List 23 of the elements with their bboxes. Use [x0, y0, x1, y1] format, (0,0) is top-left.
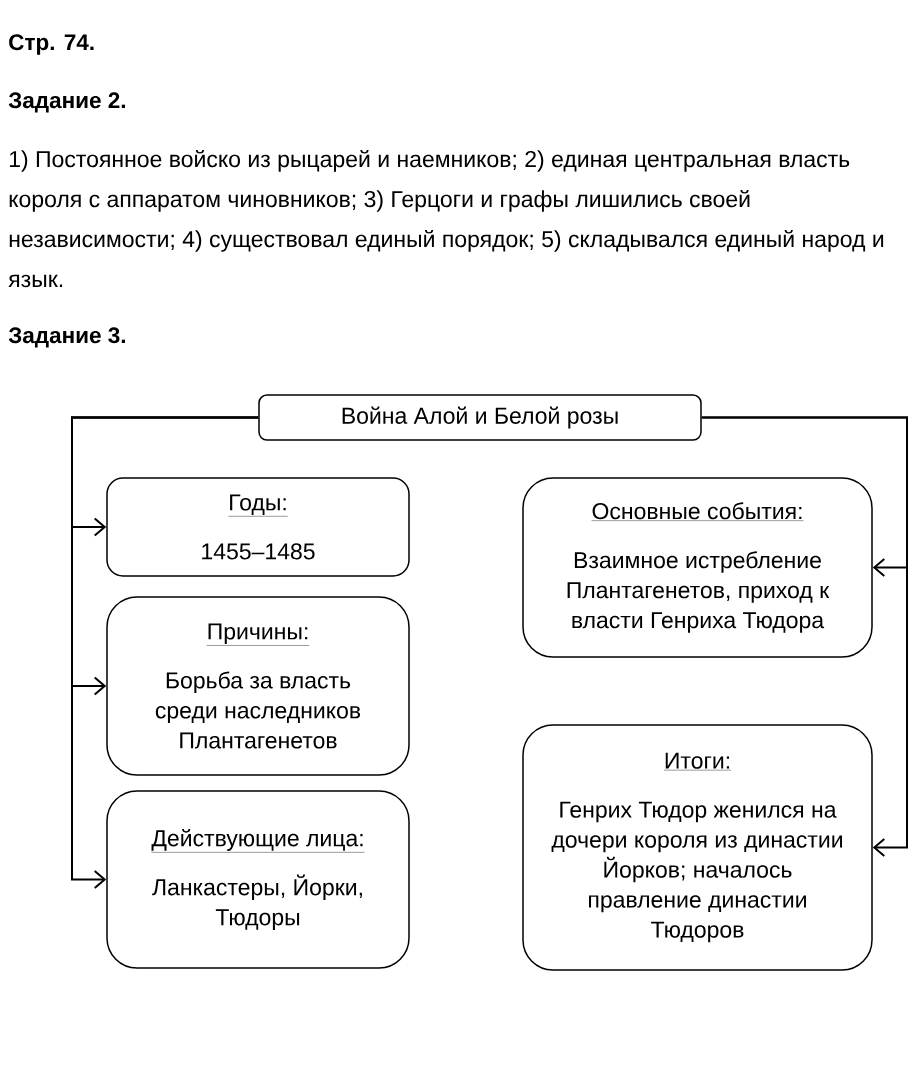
description-text: Ланкастеры, Йорки, Тюдоры	[152, 874, 362, 930]
description-text: Борьба за власть среди наследников Плантагенетов	[155, 671, 361, 749]
task-heading: Задание 2.	[8, 92, 125, 113]
rounded-box	[106, 790, 410, 969]
task-heading: Задание 3.	[8, 327, 125, 348]
rounded-box	[106, 596, 410, 776]
rounded-box	[106, 477, 410, 577]
arrow	[71, 416, 260, 889]
answer-text: 1) Постоянное войско из рыцарей и наемников; 2) единая центральная власть короля с аппаратом чиновников; 3) Герцоги и графы лишились своей независимости; 4) существовал единый порядок; 5) складывался единый народ и язык.	[8, 149, 884, 288]
description-text: Взаимное истребление Плантагенетов, приход к власти Генриха Тюдора	[567, 551, 830, 633]
heading-text: Основные события:	[591, 502, 804, 521]
title-text: Война Алой и Белой розы	[342, 406, 618, 429]
description-text: Генрих Тюдор женился на дочери короля из династии Йорков; началось правление династии Тюдоров	[551, 801, 842, 943]
heading-text: Годы:	[228, 494, 288, 517]
rounded-box	[522, 724, 873, 971]
heading-text: Итоги:	[663, 752, 732, 771]
arrow	[700, 416, 908, 857]
page-number: Стр. 74.	[9, 34, 94, 55]
heading-text: Причины:	[206, 623, 310, 646]
rounded-box	[522, 477, 873, 658]
title-box	[258, 394, 702, 441]
heading-text: Действующие лица:	[151, 829, 365, 853]
description-text: 1455–1485	[202, 543, 315, 560]
